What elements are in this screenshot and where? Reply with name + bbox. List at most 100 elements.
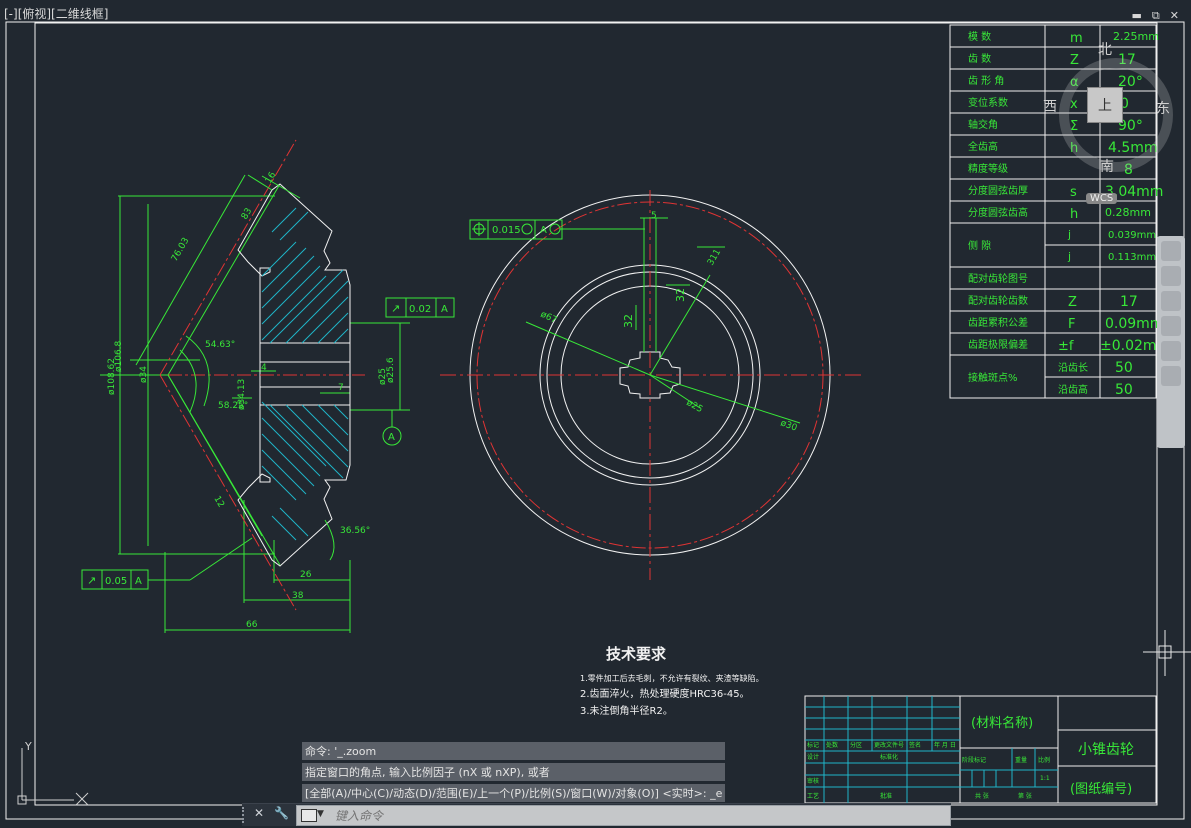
svg-text:A: A [135, 576, 142, 587]
svg-text:↗: ↗ [391, 302, 400, 315]
close-icon[interactable]: ✕ [1169, 9, 1179, 22]
table-sym-module: m [1070, 31, 1083, 46]
command-input-box[interactable]: ▼ [296, 805, 951, 826]
restore-icon[interactable]: ⧉ [1151, 9, 1160, 22]
table-label-chordal-thickness: 分度圆弦齿厚 [968, 184, 1028, 197]
viewport-label[interactable]: [-][俯视][二维线框] [4, 7, 109, 21]
showmotion-icon[interactable] [1161, 341, 1181, 361]
orbit-icon[interactable] [1161, 316, 1181, 336]
table-label-chordal-height: 分度圆弦齿高 [968, 206, 1028, 219]
title-block: (材料名称) 小锥齿轮 (图纸编号) 标记 处数 分区 更改文件号 签名 年 月… [804, 695, 1157, 804]
command-history-line-2: 指定窗口的角点, 输入比例因子 (nX 或 nXP), 或者 [302, 763, 726, 781]
table-sym-pitch-dev: ±f [1058, 339, 1074, 354]
dim-dia-25-6: ø25.6 [386, 357, 396, 383]
dim-26: 26 [300, 570, 312, 580]
svg-text:分区: 分区 [850, 741, 862, 749]
dim-angle-36: 36.56° [340, 526, 370, 536]
table-val-jmin: 0.039mm [1108, 230, 1156, 241]
crosshair-cursor [1143, 630, 1191, 676]
viewport-window-controls: ▬ ⧉ ✕ [1132, 9, 1179, 23]
steering-wheel-icon[interactable] [1161, 241, 1181, 261]
command-line-grip[interactable] [242, 807, 252, 823]
tolerance-frame-runout-mid: ↗ 0.02 A [385, 297, 455, 318]
svg-text:0.02: 0.02 [409, 304, 431, 315]
table-label-accuracy: 精度等级 [968, 162, 1008, 175]
command-input[interactable] [333, 807, 937, 825]
table-sym-mating-teeth: Z [1068, 295, 1077, 310]
wcs-menu[interactable]: WCS [1086, 193, 1118, 204]
table-label-shift: 变位系数 [968, 96, 1008, 109]
dim-76: 76.03 [170, 236, 192, 263]
sheet-inner-border [34, 22, 1158, 806]
viewcube-north[interactable]: 北 [1098, 42, 1112, 58]
svg-text:标准化: 标准化 [880, 753, 898, 761]
title-material: (材料名称) [971, 715, 1033, 731]
svg-text:设计: 设计 [807, 753, 819, 761]
table-label-backlash: 侧 隙 [968, 239, 991, 252]
dim-311: 311 [706, 248, 723, 268]
chevron-down-icon[interactable]: ▼ [317, 809, 324, 819]
zoom-icon[interactable] [1161, 291, 1181, 311]
command-history: 命令: '_.zoom 指定窗口的角点, 输入比例因子 (nX 或 nXP), … [302, 742, 726, 802]
datum-symbol-a: A [382, 410, 402, 446]
table-label-tooth-height: 全齿高 [968, 140, 998, 153]
svg-text:A: A [540, 225, 547, 236]
svg-text:更改文件号: 更改文件号 [874, 741, 904, 749]
dim-angle-54: 54.63° [205, 340, 235, 350]
table-sym-pitch-cum: F [1068, 317, 1075, 332]
tolerance-frame-position: 0.015 A [469, 219, 563, 240]
dim-4: 4 [261, 363, 267, 373]
tolerance-frame-runout-bottom: ↗ 0.05 A [81, 537, 253, 590]
table-val-along-length: 50 [1115, 360, 1133, 376]
command-prompt-icon[interactable] [301, 809, 317, 822]
table-sym-along-length: 沿齿长 [1058, 362, 1088, 374]
close-command-line-icon[interactable]: ✕ [254, 806, 265, 820]
nav-bar-settings-icon[interactable] [1161, 366, 1181, 386]
dim-38: 38 [292, 591, 304, 601]
dim-dia-34: ø34 [139, 366, 149, 383]
svg-text:标记: 标记 [807, 741, 819, 749]
table-val-jmax: 0.113mm [1108, 252, 1156, 263]
pan-icon[interactable] [1161, 266, 1181, 286]
svg-text:↗: ↗ [87, 574, 96, 587]
svg-text:处数: 处数 [826, 741, 838, 749]
svg-text:1:1: 1:1 [1040, 775, 1050, 782]
table-label-pressure-angle: 齿 形 角 [968, 75, 1004, 87]
table-label-pitch-dev: 齿距极限偏差 [968, 338, 1028, 351]
dim-dia-67: ø67 [539, 310, 559, 326]
navigation-bar [1157, 236, 1185, 448]
table-val-chordal-thickness: 3.04mm [1105, 184, 1163, 200]
dim-12: 12 [211, 495, 225, 510]
table-val-chordal-height: 0.28mm [1105, 206, 1151, 219]
table-val-along-height: 50 [1115, 382, 1133, 398]
ucs-icon: Y [17, 740, 89, 806]
table-label-shaft-angle: 轴交角 [968, 118, 998, 131]
viewcube-top-face[interactable]: 上 [1087, 87, 1123, 123]
table-label-pitch-cum: 齿距累积公差 [968, 316, 1028, 329]
gear-front-view: 0.015 A 5 32 32 311 ø67 ø30 ø25 [440, 190, 862, 580]
viewcube-west[interactable]: 西 [1043, 99, 1057, 115]
table-sym-along-height: 沿齿高 [1058, 383, 1088, 396]
svg-text:审核: 审核 [807, 777, 819, 785]
svg-text:A: A [388, 432, 395, 443]
svg-text:0.05: 0.05 [105, 576, 127, 587]
dim-7: 7 [338, 383, 344, 393]
table-label-contact: 接触斑点% [968, 371, 1018, 384]
dim-angle-58: 58.25° [218, 401, 248, 411]
viewcube-south[interactable]: 南 [1100, 159, 1114, 175]
title-part-name: 小锥齿轮 [1078, 742, 1134, 758]
viewcube[interactable]: 上 北 南 西 东 WCS [1043, 40, 1173, 205]
minimize-icon[interactable]: ▬ [1131, 9, 1142, 22]
technical-requirements: 技术要求 1.零件加工后去毛刺，不允许有裂纹、夹渣等缺陷。 2.齿面淬火，热处理… [580, 645, 764, 717]
dim-66: 66 [246, 620, 258, 630]
viewcube-east[interactable]: 东 [1156, 101, 1170, 117]
dim-dia-34-13: ø34.13 [237, 379, 247, 410]
svg-text:重量: 重量 [1015, 756, 1027, 764]
svg-text:第 张: 第 张 [1018, 792, 1032, 800]
customize-wrench-icon[interactable]: 🔧 [274, 806, 289, 820]
tech-note-1: 1.零件加工后去毛刺，不允许有裂纹、夹渣等缺陷。 [580, 673, 764, 683]
title-drawing-number: (图纸编号) [1070, 782, 1132, 797]
svg-text:Y: Y [24, 740, 32, 753]
dim-key-5: 5 [651, 211, 657, 221]
